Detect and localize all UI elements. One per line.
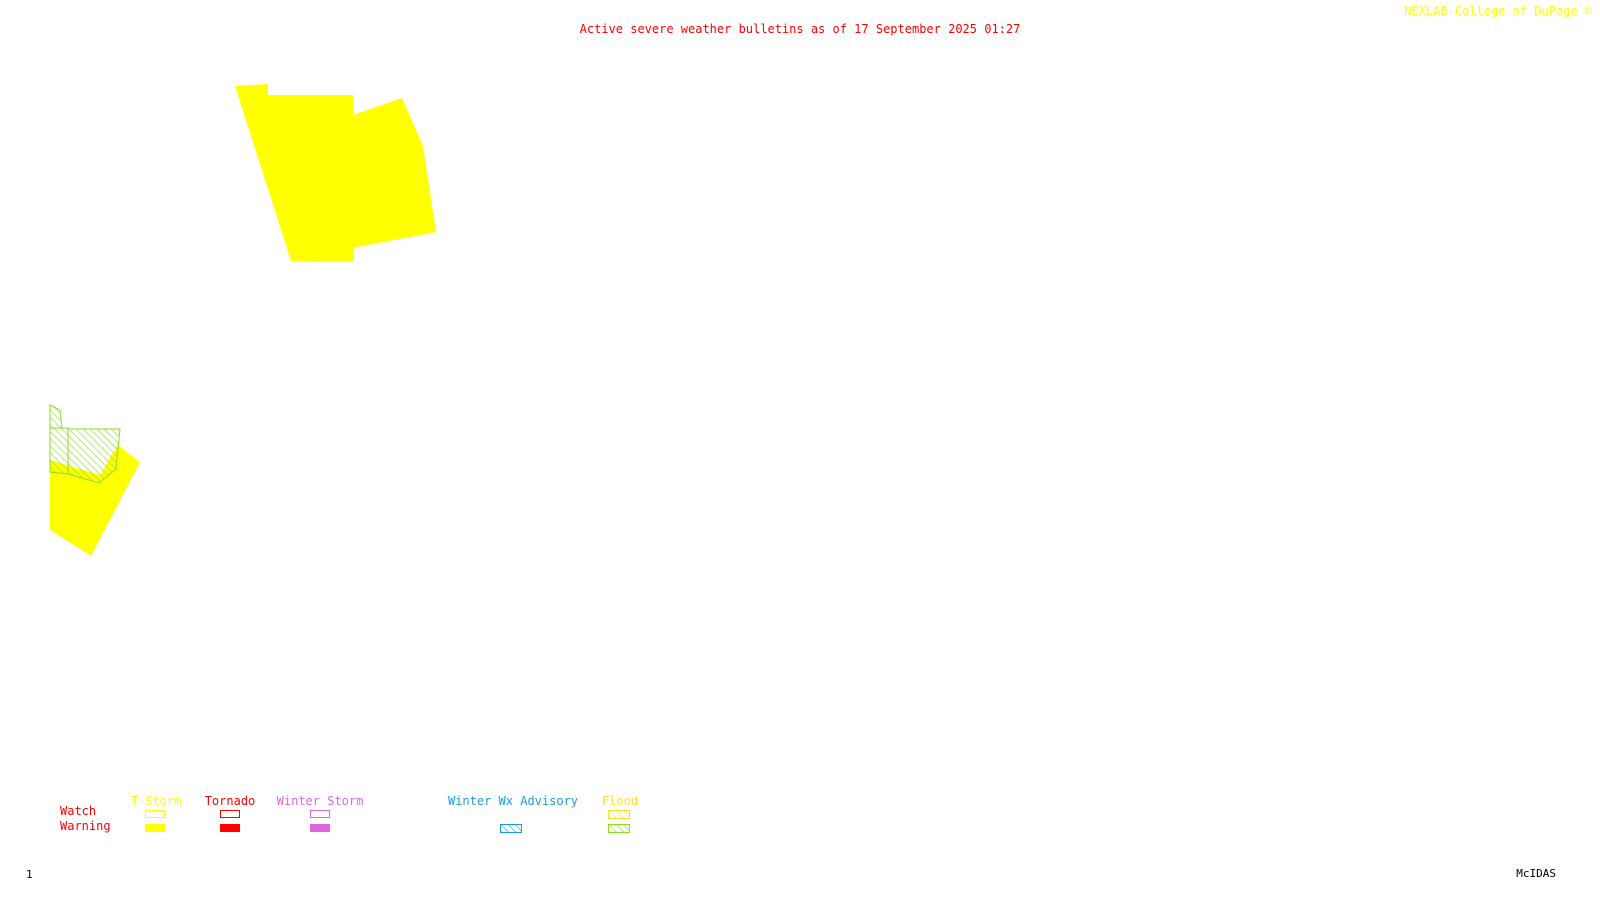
legend-winter-storm-label: Winter Storm: [276, 794, 364, 808]
legend-winter-advisory-label: Winter Wx Advisory: [447, 794, 579, 808]
southwest-flood-warning-b: [49, 427, 69, 475]
frame-number: 1: [26, 868, 33, 881]
north-storm-warning-east: [350, 98, 436, 248]
legend-winter-advisory-swatch: [500, 824, 522, 833]
southwest-flood-warning-c: [67, 428, 121, 484]
legend-flood-label: Flood: [601, 794, 639, 808]
software-label: McIDAS: [1516, 867, 1556, 880]
legend-tornado-warning-swatch: [220, 824, 240, 832]
legend-flood-watch-swatch: [608, 810, 630, 819]
legend-warning-label: Warning: [60, 819, 111, 833]
legend-winter-storm-watch-swatch: [310, 810, 330, 818]
north-storm-warning-west: [235, 84, 353, 262]
legend-watch-label: Watch: [60, 804, 97, 818]
legend-flood-warning-swatch: [608, 824, 630, 833]
legend-tornado-label: Tornado: [204, 794, 256, 808]
credit-label: NEXLAB-College of DuPage ©: [1404, 4, 1592, 18]
legend-tstorm-watch-swatch: [145, 810, 165, 818]
southwest-flood-warning-a: [49, 404, 63, 429]
legend-tstorm-label: T-Storm: [130, 794, 182, 808]
bulletin-title: Active severe weather bulletins as of 17…: [579, 22, 1021, 36]
legend-tornado-watch-swatch: [220, 810, 240, 818]
legend-winter-storm-warning-swatch: [310, 824, 330, 832]
legend-tstorm-warning-swatch: [145, 824, 165, 832]
